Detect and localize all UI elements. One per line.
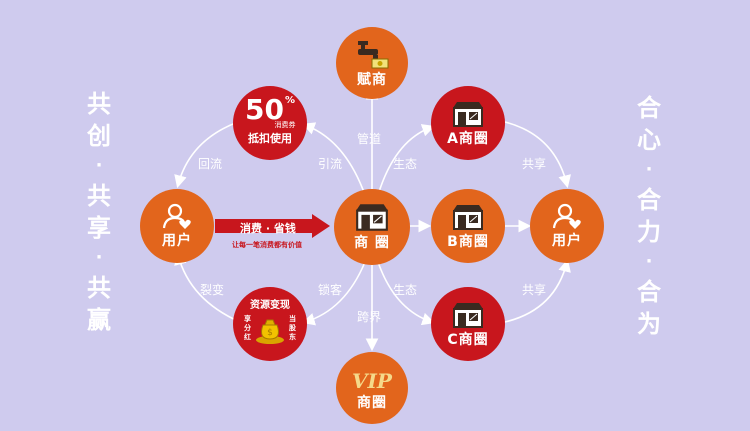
banner-arrow — [215, 214, 330, 238]
arrow-discount-to-user — [174, 121, 239, 189]
enabler-node: 赋商 — [336, 27, 408, 99]
svg-text:$: $ — [267, 328, 273, 338]
money-bag-icon: $ — [256, 319, 284, 344]
resource-shareholder: 当 股 东 — [289, 315, 296, 341]
resource-dividend: 享 分 红 — [244, 315, 251, 341]
discount-label: 抵扣使用 — [248, 132, 292, 145]
user-right-node: 用户 — [530, 189, 604, 263]
user-heart-icon — [162, 203, 191, 229]
banner-caption: 让每一笔消费都有价值 — [232, 241, 302, 249]
slogan-left-char: 共 — [87, 90, 111, 118]
link-label-ecology-bottom: 生态 — [393, 283, 418, 297]
banner-title: 消费 · 省钱 — [240, 222, 296, 235]
storefront-icon — [356, 204, 388, 231]
vip-label: 商圈 — [357, 395, 387, 411]
arrow-core-to-discount — [302, 122, 366, 196]
slogan-right-char: 合 — [637, 278, 661, 306]
faucet-icon — [358, 41, 389, 69]
slogan-right-dot: · — [645, 251, 653, 272]
arrow-core-to-c — [377, 261, 436, 326]
arrow-a-to-user — [504, 121, 571, 189]
slogan-left-char: 共 — [87, 274, 111, 302]
slogan-left-dot: · — [95, 155, 103, 176]
link-label-ecology-top: 生态 — [393, 157, 418, 171]
slogan-left: 共 创 · 共 享 · 共 赢 — [84, 88, 114, 336]
slogan-left-char: 共 — [87, 182, 111, 210]
circle-a-label: A商圈 — [447, 131, 489, 147]
arrow-resource-to-user — [174, 251, 241, 323]
storefront-icon — [453, 205, 483, 230]
slogan-right-dot: · — [645, 159, 653, 180]
circle-b-node: B商圈 — [431, 189, 505, 263]
link-label-attract: 引流 — [318, 157, 343, 171]
storefront-icon — [453, 102, 483, 127]
link-label-backflow: 回流 — [198, 157, 223, 171]
vip-logo: VIP — [352, 369, 392, 393]
core-circle-node: 商 圈 — [334, 189, 410, 265]
arrow-core-to-a — [377, 124, 436, 196]
user-heart-icon — [552, 203, 581, 229]
link-label-share-top: 共享 — [522, 157, 547, 171]
link-label-share-bottom: 共享 — [522, 283, 547, 297]
discount-percent: % — [284, 95, 295, 106]
slogan-right-char: 力 — [637, 218, 661, 246]
discount-figure: 50 % — [245, 96, 295, 124]
link-label-fission: 裂变 — [200, 283, 225, 297]
user-right-label: 用户 — [552, 233, 582, 249]
storefront-icon — [453, 303, 483, 328]
arrow-c-to-user — [504, 258, 571, 323]
user-left-label: 用户 — [162, 233, 192, 249]
circle-c-label: C商圈 — [447, 332, 489, 348]
slogan-right-char: 合 — [637, 94, 661, 122]
slogan-right-char: 合 — [637, 186, 661, 214]
link-label-crossover: 跨界 — [357, 310, 382, 324]
circle-c-node: C商圈 — [431, 287, 505, 361]
vip-node: VIP 商圈 — [336, 352, 408, 424]
enabler-label: 赋商 — [357, 72, 387, 88]
slogan-left-char: 享 — [87, 214, 111, 242]
discount-node: 50 % 消费券 抵扣使用 — [233, 86, 307, 160]
arrow-core-to-resource — [301, 261, 366, 326]
user-left-node: 用户 — [140, 189, 214, 263]
link-label-pipeline: 管道 — [357, 132, 382, 146]
circle-b-label: B商圈 — [447, 234, 489, 250]
resource-title: 资源变现 — [250, 299, 290, 311]
slogan-left-char: 创 — [87, 122, 111, 150]
link-label-lock: 锁客 — [318, 283, 343, 297]
resource-node: 资源变现 享 分 红 $ 当 股 东 — [233, 287, 307, 361]
circle-a-node: A商圈 — [431, 86, 505, 160]
slogan-left-char: 赢 — [87, 306, 111, 334]
core-label: 商 圈 — [354, 235, 390, 251]
discount-coupon: 消费券 — [274, 121, 296, 129]
slogan-right: 合 心 · 合 力 · 合 为 — [634, 92, 664, 340]
slogan-left-dot: · — [95, 247, 103, 268]
slogan-right-char: 心 — [637, 126, 661, 154]
slogan-right-char: 为 — [637, 310, 661, 338]
discount-value: 50 — [245, 93, 284, 126]
